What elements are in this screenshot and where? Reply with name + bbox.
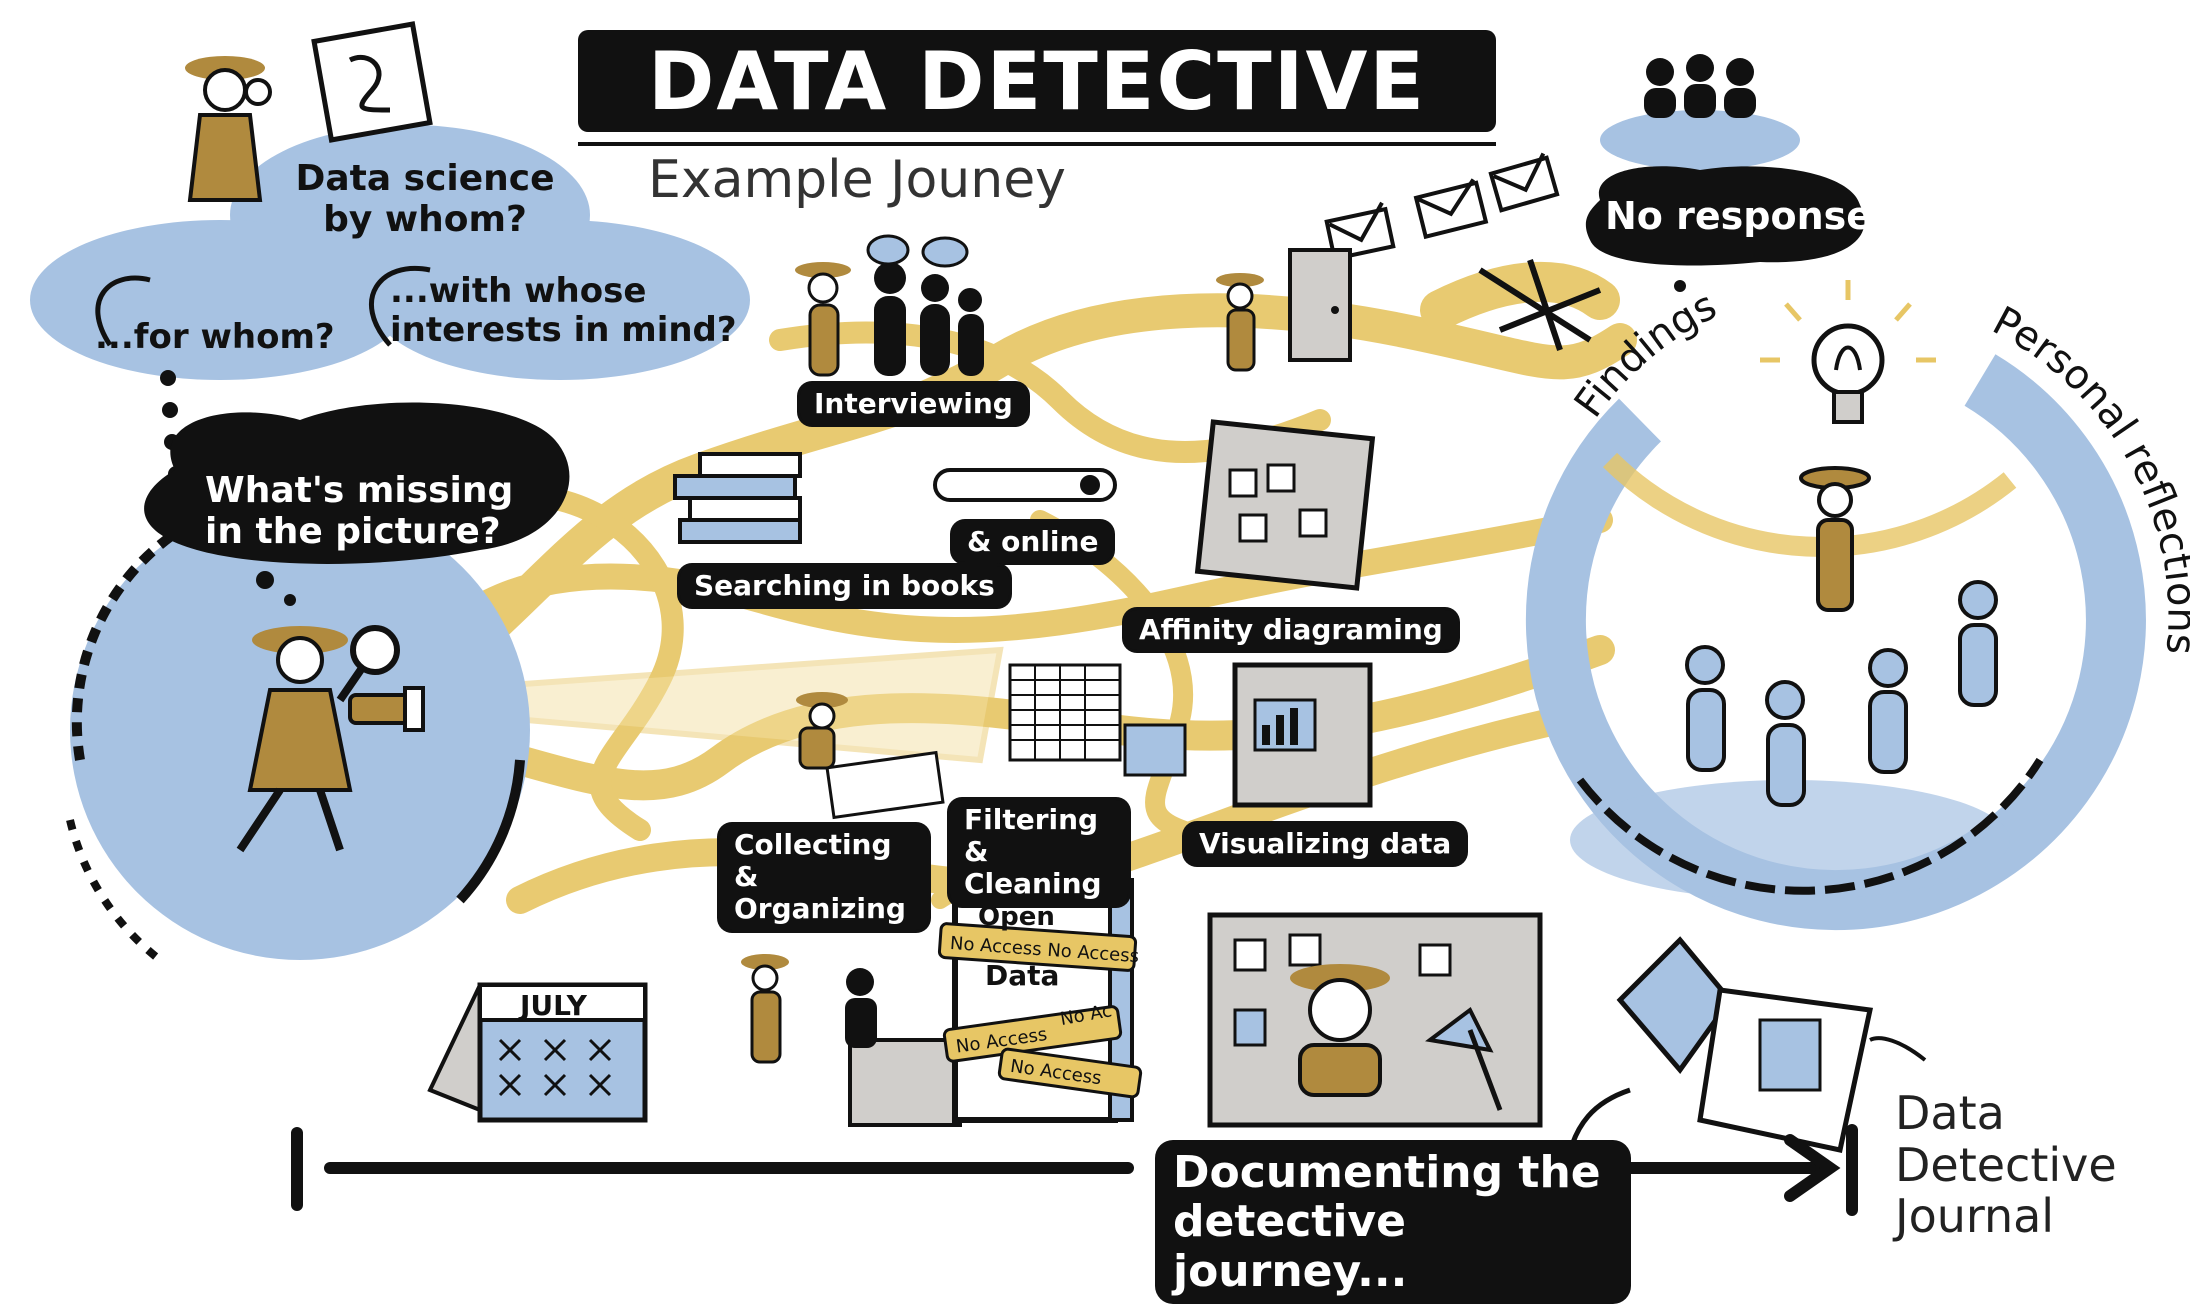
no-response-label: No response (1605, 194, 1873, 238)
people-icon (1600, 54, 1800, 170)
searching-books-label: Searching in books (680, 566, 1009, 607)
chart-screen-icon (1123, 662, 1373, 808)
question-for-whom: ...for whom? (95, 317, 335, 357)
envelope-icon (1324, 152, 1560, 262)
online-label: & online (953, 522, 1113, 563)
detective-icon (236, 626, 353, 853)
visualizing-label: Visualizing data (1185, 824, 1466, 865)
journal-line-2: Detective (1895, 1137, 2117, 1192)
flashlight-icon (348, 686, 425, 732)
journal-line-1: Data (1895, 1086, 2005, 1140)
page-subtitle: Example Jouney (648, 150, 1066, 210)
documenting-scene (1207, 912, 1543, 1128)
lamp-icon (1425, 1006, 1503, 1111)
open-data-line2: Data (985, 959, 1059, 992)
collecting-label: Collecting & Organizing (720, 825, 928, 930)
title-banner: DATA DETECTIVE (578, 30, 1496, 132)
peeking-detective-icon (185, 21, 433, 202)
spreadsheet-icon (1008, 663, 1122, 762)
board-icon (1194, 419, 1376, 591)
open-data-line1: Open (978, 902, 1055, 932)
barricade-icon (1478, 259, 1602, 351)
interview-group-icon (795, 234, 984, 377)
documenting-label: Documenting the detective journey... (1155, 1140, 1631, 1304)
title-underline (578, 142, 1496, 146)
door-icon (1216, 248, 1352, 372)
illustration-canvas: JULY (30, 21, 2190, 1216)
lightbulb-icon (1760, 280, 1936, 424)
journal-line-3: Journal (1895, 1189, 2055, 1244)
findings-circle (1525, 354, 2146, 931)
findings-people (1685, 466, 1998, 807)
calendar-icon: JULY (427, 982, 648, 1123)
page-title: DATA DETECTIVE (647, 34, 1427, 128)
affinity-label: Affinity diagraming (1125, 610, 1457, 651)
magnifier-icon (336, 625, 400, 703)
question-whose-interests: ...with whose interests in mind? (390, 271, 737, 351)
books-icon (673, 452, 1117, 544)
question-clouds (30, 125, 750, 482)
calendar-month: JULY (518, 989, 588, 1022)
journal-label: Data Detective Journal (1895, 1086, 2117, 1244)
no-response-bubble (1585, 166, 1865, 292)
missing-bubble (144, 402, 570, 606)
data-detective-illustration: JULY (30, 21, 2190, 1304)
notebook-icon (1616, 936, 1927, 1153)
timeline-arrow (291, 1124, 1858, 1216)
filtering-label: Filtering & Cleaning (950, 800, 1128, 905)
interviewing-label: Interviewing (800, 384, 1027, 425)
question-by-whom: Data science by whom? (295, 158, 555, 241)
question-missing: What's missing in the picture? (205, 470, 514, 553)
desk-papers-icon (796, 692, 945, 820)
no-access-tapes: No Access No Access No Access No Ac No A… (937, 902, 1143, 1099)
